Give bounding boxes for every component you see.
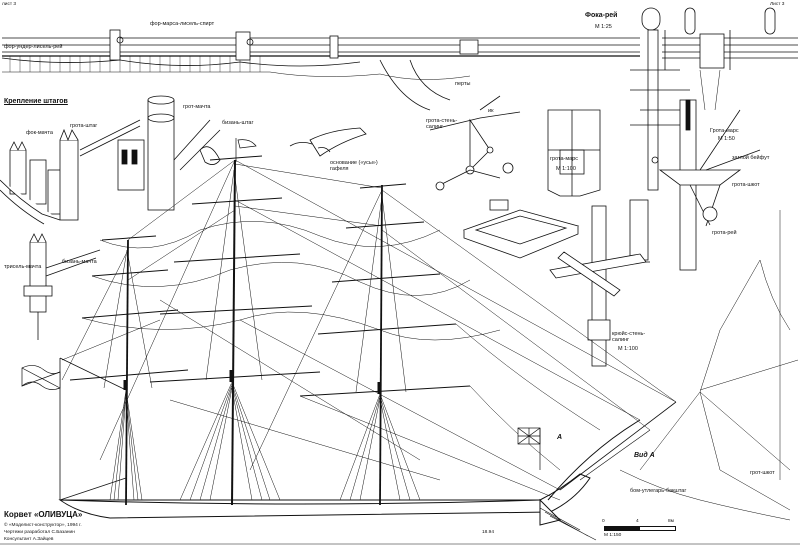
scale-tick-8: 8м	[668, 519, 674, 524]
label-main-sheet: грот-шкот	[750, 470, 775, 476]
masts	[123, 159, 383, 506]
grota-mars-scale: М 1:100	[556, 166, 576, 172]
label-topmast-trestle: грота-стень-салинг	[426, 118, 458, 130]
shrouds-title: Крепление штагов	[4, 98, 68, 105]
label-main-yard: грота-рей	[712, 230, 737, 236]
label-bonnet: бом-утлегарь-бакштаг	[630, 488, 687, 494]
title-block-title: Корвет «ОЛИВУЦА»	[4, 510, 83, 519]
label-main-mast: грот-мачта	[183, 104, 211, 110]
label-trysail-mast: трисель-мачта	[4, 264, 42, 270]
view-a-sail	[619, 210, 799, 521]
sheet-page-right: Лист 3	[770, 2, 785, 7]
label-mizzen-stay: бизань-штаг	[222, 120, 254, 126]
label-perts: перты	[455, 81, 471, 87]
fore-hawser	[539, 507, 597, 541]
ensign-flags	[21, 138, 541, 470]
sheet-page-left: лист 3	[2, 2, 17, 7]
label-gaff-base: основание («усы») гафеля	[330, 160, 378, 172]
main-top-side-view	[658, 99, 761, 271]
sheet-number: 18.94	[482, 530, 495, 535]
grota-mars-label: грота-марс	[550, 156, 578, 162]
main-top-scale: М 1:50	[718, 136, 735, 142]
mizzen-trestle-scale: М 1:100	[618, 346, 638, 352]
fore-yard-scale: М 1:25	[595, 24, 612, 30]
main-top-title: Грота-марс	[710, 128, 739, 134]
main-top-plan	[547, 109, 601, 197]
label-fore-topgallant-yard: фор-ундер-лисель-рей	[4, 44, 63, 50]
label-anchor-beam: заглой бейфут	[732, 155, 770, 161]
label-foremast: фок-мачта	[26, 130, 53, 136]
stays-and-running-rigging	[61, 159, 677, 501]
fore-yard-detail	[629, 7, 690, 263]
scale-tick-4: 4	[636, 519, 639, 524]
label-ik: ик	[488, 108, 494, 114]
label-main-stay: грота-штаг	[70, 123, 98, 129]
label-fore-topgallant-studding: фор-марса-лисель-спирт	[150, 21, 215, 27]
mizzen-trestle-label: крюйс-стень-салинг	[612, 331, 646, 343]
stay-fastening-detail	[0, 119, 141, 225]
fore-yard-title: Фока-рей	[585, 12, 618, 19]
scale-bar	[604, 526, 676, 531]
label-letter-a: А	[557, 434, 563, 441]
trysail-mast-detail	[23, 233, 101, 340]
top-platform-iso	[462, 199, 580, 259]
view-a-title: Вид А	[634, 452, 655, 459]
title-block-line1: © «Моделист-конструктор», 1994 г.	[4, 523, 82, 528]
title-block-line2: Чертежи разработал С.Базанин	[4, 530, 75, 535]
yard-arm-detail-right	[662, 7, 798, 111]
title-block-line3: Консультант А.Зайцев	[4, 537, 54, 542]
label-fore-shrouds: грота-шкот	[732, 182, 760, 188]
topmast-trestle-detail	[429, 95, 521, 191]
scale-tick-0: 0	[602, 519, 605, 524]
gaff-base-detail	[289, 127, 367, 157]
scale-title: М 1:150	[604, 533, 622, 538]
shrouds	[103, 169, 421, 501]
yard-arm-detail	[1, 29, 640, 111]
label-mizzen-mast: бизань-мачта	[62, 259, 97, 265]
crosstrees-detail	[549, 205, 647, 367]
